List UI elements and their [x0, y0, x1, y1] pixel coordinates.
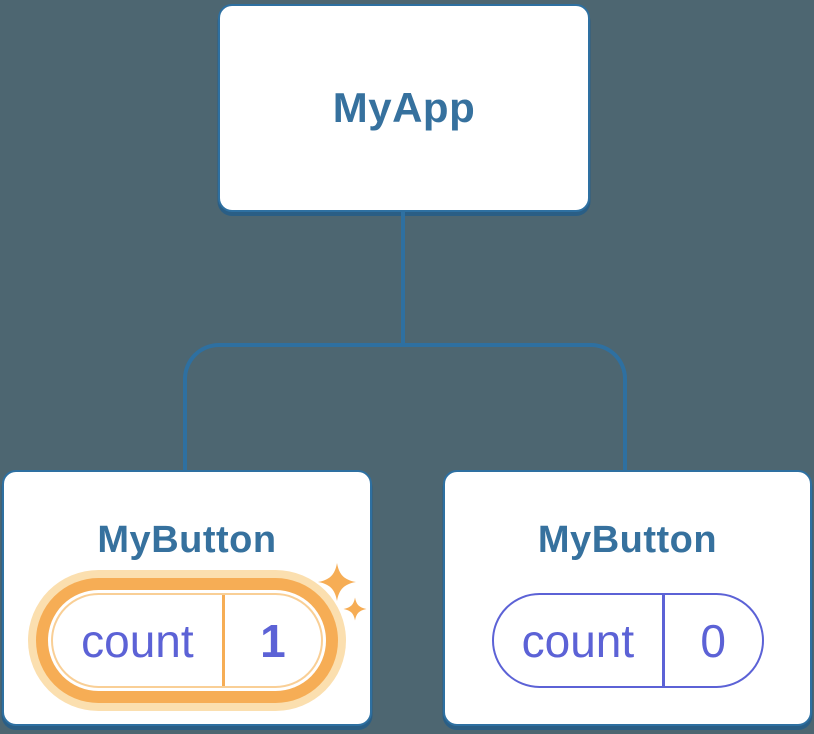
state-pill-highlighted: count 1 [51, 593, 323, 688]
connector-bracket [183, 343, 627, 470]
state-value: 0 [700, 614, 726, 667]
node-mybutton-left: MyButton count 1 [2, 470, 372, 726]
node-mybutton-right: MyButton count 0 [443, 470, 812, 726]
connector-stem [401, 211, 405, 345]
node-mybutton-left-label: MyButton [97, 519, 277, 561]
sparkle-icon [318, 563, 367, 621]
pill-divider [221, 595, 225, 686]
state-value: 1 [260, 614, 286, 667]
state-key-label: count [521, 614, 635, 667]
node-mybutton-right-label: MyButton [537, 519, 718, 561]
node-myapp: MyApp [218, 4, 590, 212]
pill-divider [662, 595, 665, 686]
node-myapp-label: MyApp [332, 84, 476, 131]
state-pill: count 0 [491, 593, 764, 688]
state-key-label: count [81, 614, 194, 667]
